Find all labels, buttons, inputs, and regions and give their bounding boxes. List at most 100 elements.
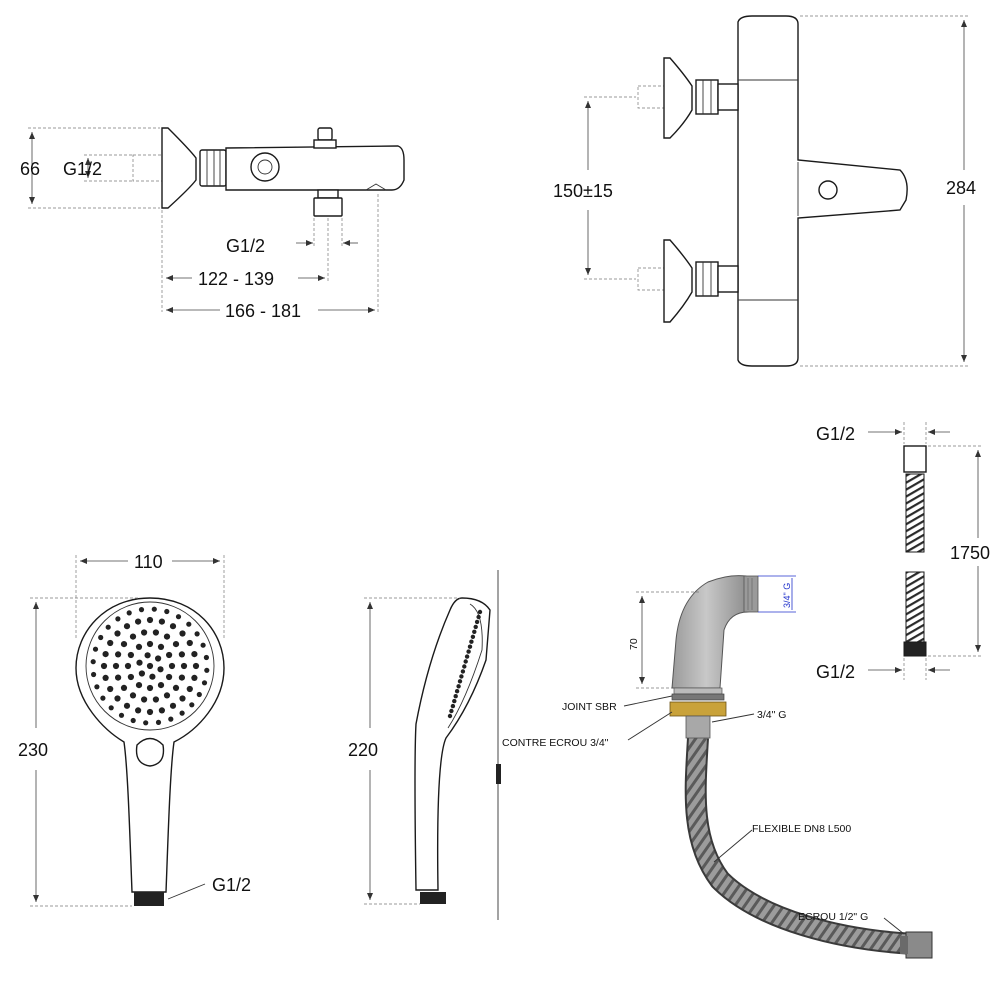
dim-height-66: 66	[20, 159, 40, 179]
dim-spout-height-70: 70	[628, 638, 640, 650]
mixer-front-view: 150±15 284	[553, 15, 976, 367]
spray-nozzle	[115, 616, 121, 622]
spray-nozzle	[92, 646, 99, 652]
spray-nozzle	[191, 651, 198, 658]
side-nozzle	[462, 664, 467, 669]
spray-nozzle	[157, 666, 164, 673]
spray-nozzle	[141, 629, 148, 636]
shower-hose: G1/2 1750 G1/2	[816, 422, 990, 682]
side-nozzle	[466, 649, 471, 654]
side-nozzle	[452, 698, 457, 704]
spray-nozzle	[102, 651, 109, 658]
side-nozzle	[457, 679, 463, 684]
spray-nozzle	[143, 720, 149, 726]
spray-nozzle	[135, 618, 142, 625]
dim-shower-width: 110	[134, 552, 163, 572]
side-profile-outline	[414, 597, 491, 891]
joint-sbr-gasket	[671, 693, 725, 701]
spray-nozzle	[164, 608, 170, 615]
spray-nozzle	[196, 691, 202, 698]
end-nut-1-2g	[905, 931, 933, 959]
side-nozzle	[473, 624, 478, 630]
spray-nozzle	[178, 651, 185, 658]
side-nozzle	[456, 684, 461, 689]
spray-nozzle	[166, 673, 173, 681]
diverter-button	[317, 127, 333, 141]
spray-nozzle	[91, 671, 97, 678]
spray-nozzle	[127, 651, 134, 659]
spray-nozzle	[138, 670, 145, 677]
spray-nozzle	[194, 631, 200, 637]
spray-nozzle	[152, 696, 159, 703]
spray-nozzle	[102, 674, 109, 682]
spray-nozzle	[169, 623, 177, 630]
spray-nozzle	[135, 682, 143, 689]
dim-shower-length-230: 230	[18, 740, 48, 760]
hand-shower-front: 110 230 G1/2	[18, 552, 251, 907]
spray-nozzle	[115, 674, 122, 681]
spray-nozzle	[152, 629, 159, 636]
spray-nozzle	[179, 695, 186, 702]
spray-nozzle	[94, 684, 100, 690]
side-nozzle	[470, 634, 476, 639]
spray-nozzle	[204, 667, 210, 673]
spray-nozzle	[123, 702, 131, 709]
spray-nozzle	[200, 642, 206, 648]
spray-nozzle	[151, 606, 157, 612]
side-nozzle	[472, 629, 477, 634]
spray-nozzle	[118, 712, 125, 718]
dim-shower-side-220: 220	[348, 740, 378, 760]
spray-nozzle	[178, 674, 185, 681]
spout-thread	[743, 575, 759, 613]
spray-nozzle	[135, 707, 142, 714]
label-thread-3-4g: 3/4" G	[757, 709, 786, 721]
hose-lower-segment	[905, 571, 925, 643]
spray-nozzle	[186, 621, 192, 627]
spray-nozzle	[146, 616, 154, 624]
side-nozzles	[447, 609, 483, 719]
side-nozzle	[449, 708, 454, 714]
spray-nozzle	[179, 710, 185, 716]
spray-nozzle	[158, 618, 165, 625]
side-nozzle	[464, 654, 470, 659]
spray-nozzle	[158, 707, 165, 714]
spray-nozzle	[129, 692, 137, 699]
upper-inlet	[637, 57, 739, 139]
spray-nozzle	[146, 662, 154, 670]
side-nozzle	[460, 669, 466, 674]
spray-nozzle	[107, 685, 114, 693]
handle-thread-end	[134, 892, 164, 906]
spray-nozzle	[146, 708, 154, 716]
spray-nozzle	[192, 662, 200, 670]
spray-nozzle	[157, 643, 165, 651]
spray-face-ring	[85, 601, 215, 731]
dim-inlet-g12: G1/2	[63, 159, 102, 179]
spray-nozzle	[129, 633, 137, 640]
side-nozzle	[469, 639, 474, 644]
spray-nozzle	[112, 662, 120, 670]
spray-nozzle	[149, 673, 156, 680]
spray-nozzle	[141, 696, 148, 703]
side-thread-end	[420, 892, 446, 904]
spray-nozzle	[155, 655, 162, 662]
hand-shower-side: 220	[348, 570, 501, 920]
spray-nozzle	[203, 654, 209, 661]
spray-nozzle	[120, 641, 128, 648]
dim-spout-thread-blue: 3/4" G	[782, 583, 792, 608]
spray-nozzle	[189, 702, 195, 708]
spray-nozzle	[138, 607, 145, 613]
diverter-knob-front	[818, 180, 838, 200]
brass-locknut	[669, 701, 727, 717]
side-nozzle	[459, 674, 464, 679]
spray-nozzle	[126, 610, 132, 616]
wall-flange	[161, 127, 197, 209]
spray-nozzle	[168, 716, 174, 722]
side-nozzle	[474, 619, 480, 625]
spray-nozzle	[186, 639, 193, 647]
spray-nozzles	[90, 606, 210, 726]
spray-nozzle	[179, 630, 186, 637]
spray-nozzle	[124, 662, 132, 670]
thread-shank	[685, 715, 711, 739]
side-nozzle	[476, 614, 481, 620]
